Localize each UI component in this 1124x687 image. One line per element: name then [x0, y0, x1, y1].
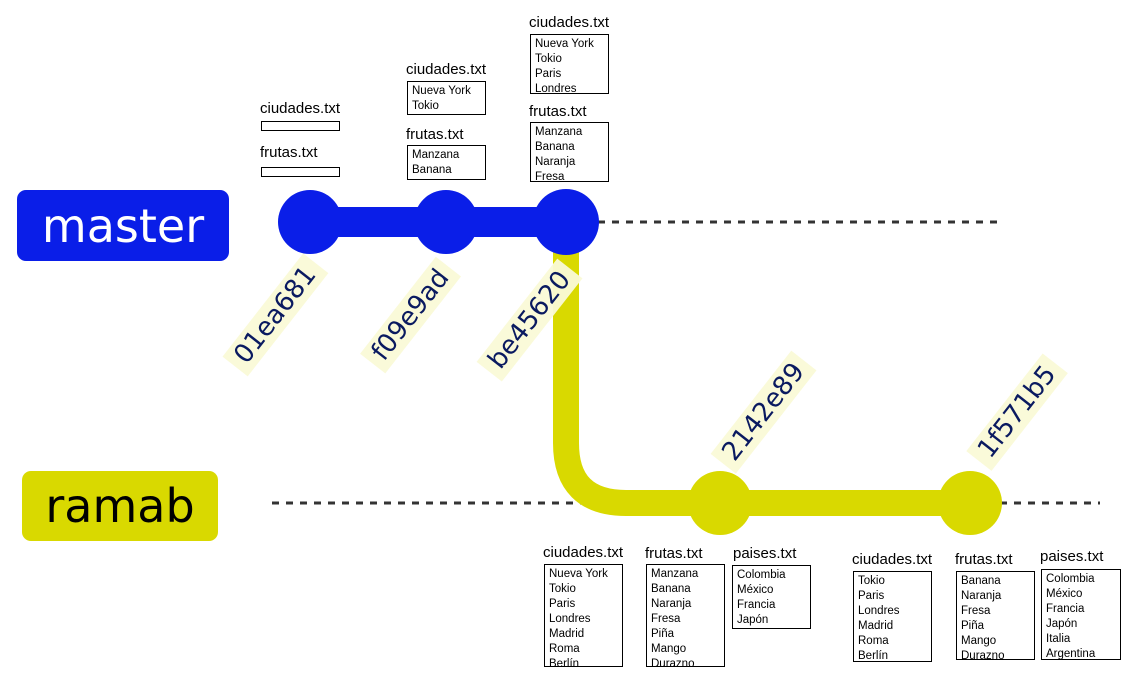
file-line: Londres [535, 83, 577, 94]
commit-node-f09e9ad[interactable] [414, 190, 478, 254]
commit-node-be45620[interactable] [533, 189, 599, 255]
file-line: Tokio [535, 53, 562, 65]
file-name: ciudades.txt [543, 544, 624, 561]
file-line: Manzana [535, 126, 583, 138]
file-name: frutas.txt [529, 103, 587, 120]
file-content-box[interactable]: Colombia México Francia Japón [732, 565, 811, 629]
file-line: Manzana [412, 149, 460, 161]
file-line: Madrid [858, 620, 894, 632]
file-line: Colombia [1046, 573, 1095, 585]
file-name: frutas.txt [955, 551, 1013, 568]
file-content-box[interactable]: Manzana Banana [407, 145, 486, 180]
file-content-box[interactable] [261, 121, 340, 131]
file-line: Berlín [858, 650, 889, 662]
commit-node-2142e89[interactable] [688, 471, 752, 535]
file-line: Tokio [858, 575, 885, 587]
file-line: Durazno [961, 650, 1005, 660]
file-line: Banana [961, 575, 1001, 587]
file-line: México [1046, 588, 1083, 600]
file-line: Mango [651, 643, 687, 655]
file-line: Tokio [412, 100, 439, 112]
file-line: Durazno [651, 658, 695, 667]
file-line: Madrid [549, 628, 585, 640]
file-line: Fresa [961, 605, 991, 617]
file-name: ciudades.txt [406, 61, 487, 78]
file-line: Naranja [651, 598, 692, 610]
file-line: Paris [858, 590, 885, 602]
file-line: Roma [858, 635, 889, 647]
file-line: Londres [549, 613, 591, 625]
file-line: Londres [858, 605, 900, 617]
file-line: Naranja [961, 590, 1002, 602]
file-content-box[interactable]: Banana Naranja Fresa Piña Mango Durazno [956, 571, 1035, 660]
file-line: Francia [737, 599, 776, 611]
file-line: Piña [651, 628, 675, 640]
file-line: Japón [1046, 618, 1078, 630]
file-line: Banana [535, 141, 575, 153]
file-content-box[interactable]: Nueva York Tokio [407, 81, 486, 115]
branch-label-master[interactable]: master [17, 190, 229, 261]
file-content-box[interactable] [261, 167, 340, 177]
file-name: frutas.txt [645, 545, 703, 562]
file-line: Paris [549, 598, 576, 610]
file-line: Italia [1046, 633, 1071, 645]
file-name: ciudades.txt [852, 551, 933, 568]
file-name: frutas.txt [260, 144, 318, 161]
file-name: ciudades.txt [529, 14, 610, 31]
commit-node-01ea681[interactable] [278, 190, 342, 254]
file-line: Berlín [549, 658, 580, 667]
file-line: Banana [412, 164, 452, 176]
file-name: frutas.txt [406, 126, 464, 143]
file-content-box[interactable]: Manzana Banana Naranja Fresa [530, 122, 609, 182]
file-line: Colombia [737, 569, 786, 581]
file-content-box[interactable]: Colombia México Francia Japón Italia Arg… [1041, 569, 1121, 660]
file-content-box[interactable]: Manzana Banana Naranja Fresa Piña Mango … [646, 564, 725, 667]
file-line: Nueva York [549, 568, 608, 580]
file-name: ciudades.txt [260, 100, 341, 117]
file-line: Piña [961, 620, 985, 632]
file-line: Japón [737, 614, 769, 626]
file-name: paises.txt [1040, 548, 1104, 565]
file-line: México [737, 584, 774, 596]
file-line: Banana [651, 583, 691, 595]
file-line: Tokio [549, 583, 576, 595]
file-line: Argentina [1046, 648, 1096, 660]
file-line: Paris [535, 68, 562, 80]
file-line: Francia [1046, 603, 1085, 615]
file-line: Fresa [651, 613, 681, 625]
branch-label-ramab[interactable]: ramab [22, 471, 218, 541]
file-line: Roma [549, 643, 580, 655]
file-line: Manzana [651, 568, 699, 580]
file-line: Mango [961, 635, 997, 647]
file-content-box[interactable]: Tokio Paris Londres Madrid Roma Berlín [853, 571, 932, 662]
file-line: Nueva York [412, 85, 471, 97]
file-content-box[interactable]: Nueva York Tokio Paris Londres Madrid Ro… [544, 564, 623, 667]
file-line: Naranja [535, 156, 576, 168]
file-line: Nueva York [535, 38, 594, 50]
file-line: Fresa [535, 171, 565, 182]
file-name: paises.txt [733, 545, 797, 562]
commit-node-1f571b5[interactable] [938, 471, 1002, 535]
ramab-branch-line [553, 222, 970, 516]
file-content-box[interactable]: Nueva York Tokio Paris Londres [530, 34, 609, 94]
